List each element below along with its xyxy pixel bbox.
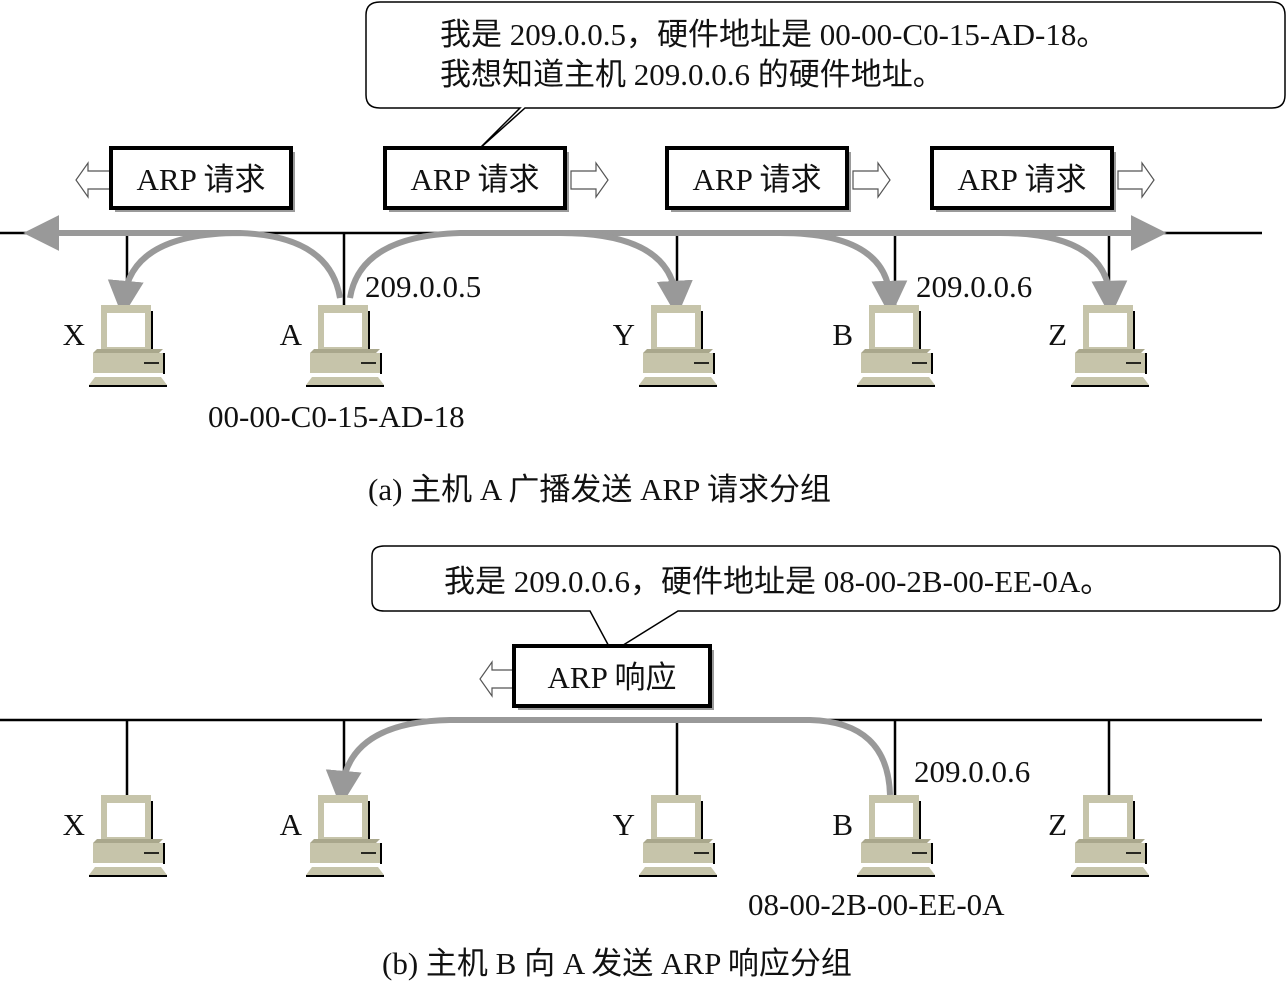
computer-a: A [280, 795, 384, 877]
packet-request-3: ARP 请求 [665, 146, 891, 212]
computer-y: Y [613, 795, 717, 877]
broadcast-arrow-to-z [999, 230, 1128, 317]
packet-label: ARP 请求 [411, 162, 540, 197]
computer-icon [306, 795, 384, 877]
response-arrow [325, 717, 893, 807]
computer-icon [639, 305, 717, 387]
hollow-arrow-left-icon [479, 660, 514, 698]
computer-z: Z [1048, 305, 1149, 387]
broadcast-arrow-to-y [559, 230, 693, 317]
packet-label: ARP 请求 [137, 162, 266, 197]
bubble-response: 我是 209.0.0.6，硬件地址是 08-00-2B-00-EE-0A。 [371, 545, 1281, 654]
host-a-ip: 209.0.0.5 [365, 269, 481, 304]
packet-request-2: ARP 请求 [383, 146, 609, 212]
computer-icon [89, 305, 167, 387]
packet-request-4: ARP 请求 [930, 146, 1155, 212]
host-label: A [280, 807, 303, 842]
panel-a: 我是 209.0.0.5，硬件地址是 00-00-C0-15-AD-18。 我想… [0, 1, 1286, 507]
host-label: Z [1048, 317, 1067, 352]
packet-response: ARP 响应 [479, 644, 714, 710]
computer-icon [639, 795, 717, 877]
hollow-arrow-right-icon [852, 161, 891, 199]
computer-icon [1071, 795, 1149, 877]
broadcast-arrows [23, 215, 1167, 317]
bubble-line-2: 我想知道主机 209.0.0.6 的硬件地址。 [440, 57, 944, 92]
computer-z: Z [1048, 795, 1149, 877]
computer-x: X [63, 795, 167, 877]
host-label: A [280, 317, 303, 352]
computer-icon [1071, 305, 1149, 387]
broadcast-arrow-right [347, 215, 1167, 299]
host-label: B [832, 317, 853, 352]
host-label: Y [613, 807, 635, 842]
host-label: X [63, 317, 85, 352]
bubble-request: 我是 209.0.0.5，硬件地址是 00-00-C0-15-AD-18。 我想… [365, 1, 1286, 151]
computer-b: B [832, 305, 935, 387]
host-label: Z [1048, 807, 1067, 842]
host-label: Y [613, 317, 635, 352]
hollow-arrow-left-icon [75, 161, 112, 199]
bubble-line-1: 我是 209.0.0.5，硬件地址是 00-00-C0-15-AD-18。 [440, 17, 1107, 52]
host-b-ip: 209.0.0.6 [916, 269, 1032, 304]
broadcast-arrow-to-b [779, 230, 908, 317]
host-a-mac: 00-00-C0-15-AD-18 [208, 399, 465, 434]
computer-icon [89, 795, 167, 877]
packet-label: ARP 响应 [548, 660, 677, 695]
packet-label: ARP 请求 [693, 162, 822, 197]
panel-b: 我是 209.0.0.6，硬件地址是 08-00-2B-00-EE-0A。 AR… [0, 545, 1281, 981]
caption-b: (b) 主机 B 向 A 发送 ARP 响应分组 [382, 946, 852, 981]
computer-icon [306, 305, 384, 387]
bubble-line-1: 我是 209.0.0.6，硬件地址是 08-00-2B-00-EE-0A。 [444, 564, 1111, 599]
bubble-outline [365, 1, 1286, 151]
bubble-outline [371, 545, 1281, 654]
computer-icon [857, 305, 935, 387]
computer-x: X [63, 305, 167, 387]
broadcast-arrow-to-x [107, 229, 343, 317]
computer-y: Y [613, 305, 717, 387]
packet-request-1: ARP 请求 [75, 146, 295, 212]
packet-label: ARP 请求 [958, 162, 1087, 197]
host-label: X [63, 807, 85, 842]
hollow-arrow-right-icon [570, 161, 609, 199]
hollow-arrow-right-icon [1117, 161, 1155, 199]
computer-b: B [832, 795, 935, 877]
host-label: B [832, 807, 853, 842]
computer-icon [857, 795, 935, 877]
host-b-mac: 08-00-2B-00-EE-0A [748, 887, 1005, 922]
computer-a: A [280, 305, 384, 387]
host-b-ip: 209.0.0.6 [914, 754, 1030, 789]
caption-a: (a) 主机 A 广播发送 ARP 请求分组 [368, 472, 831, 507]
